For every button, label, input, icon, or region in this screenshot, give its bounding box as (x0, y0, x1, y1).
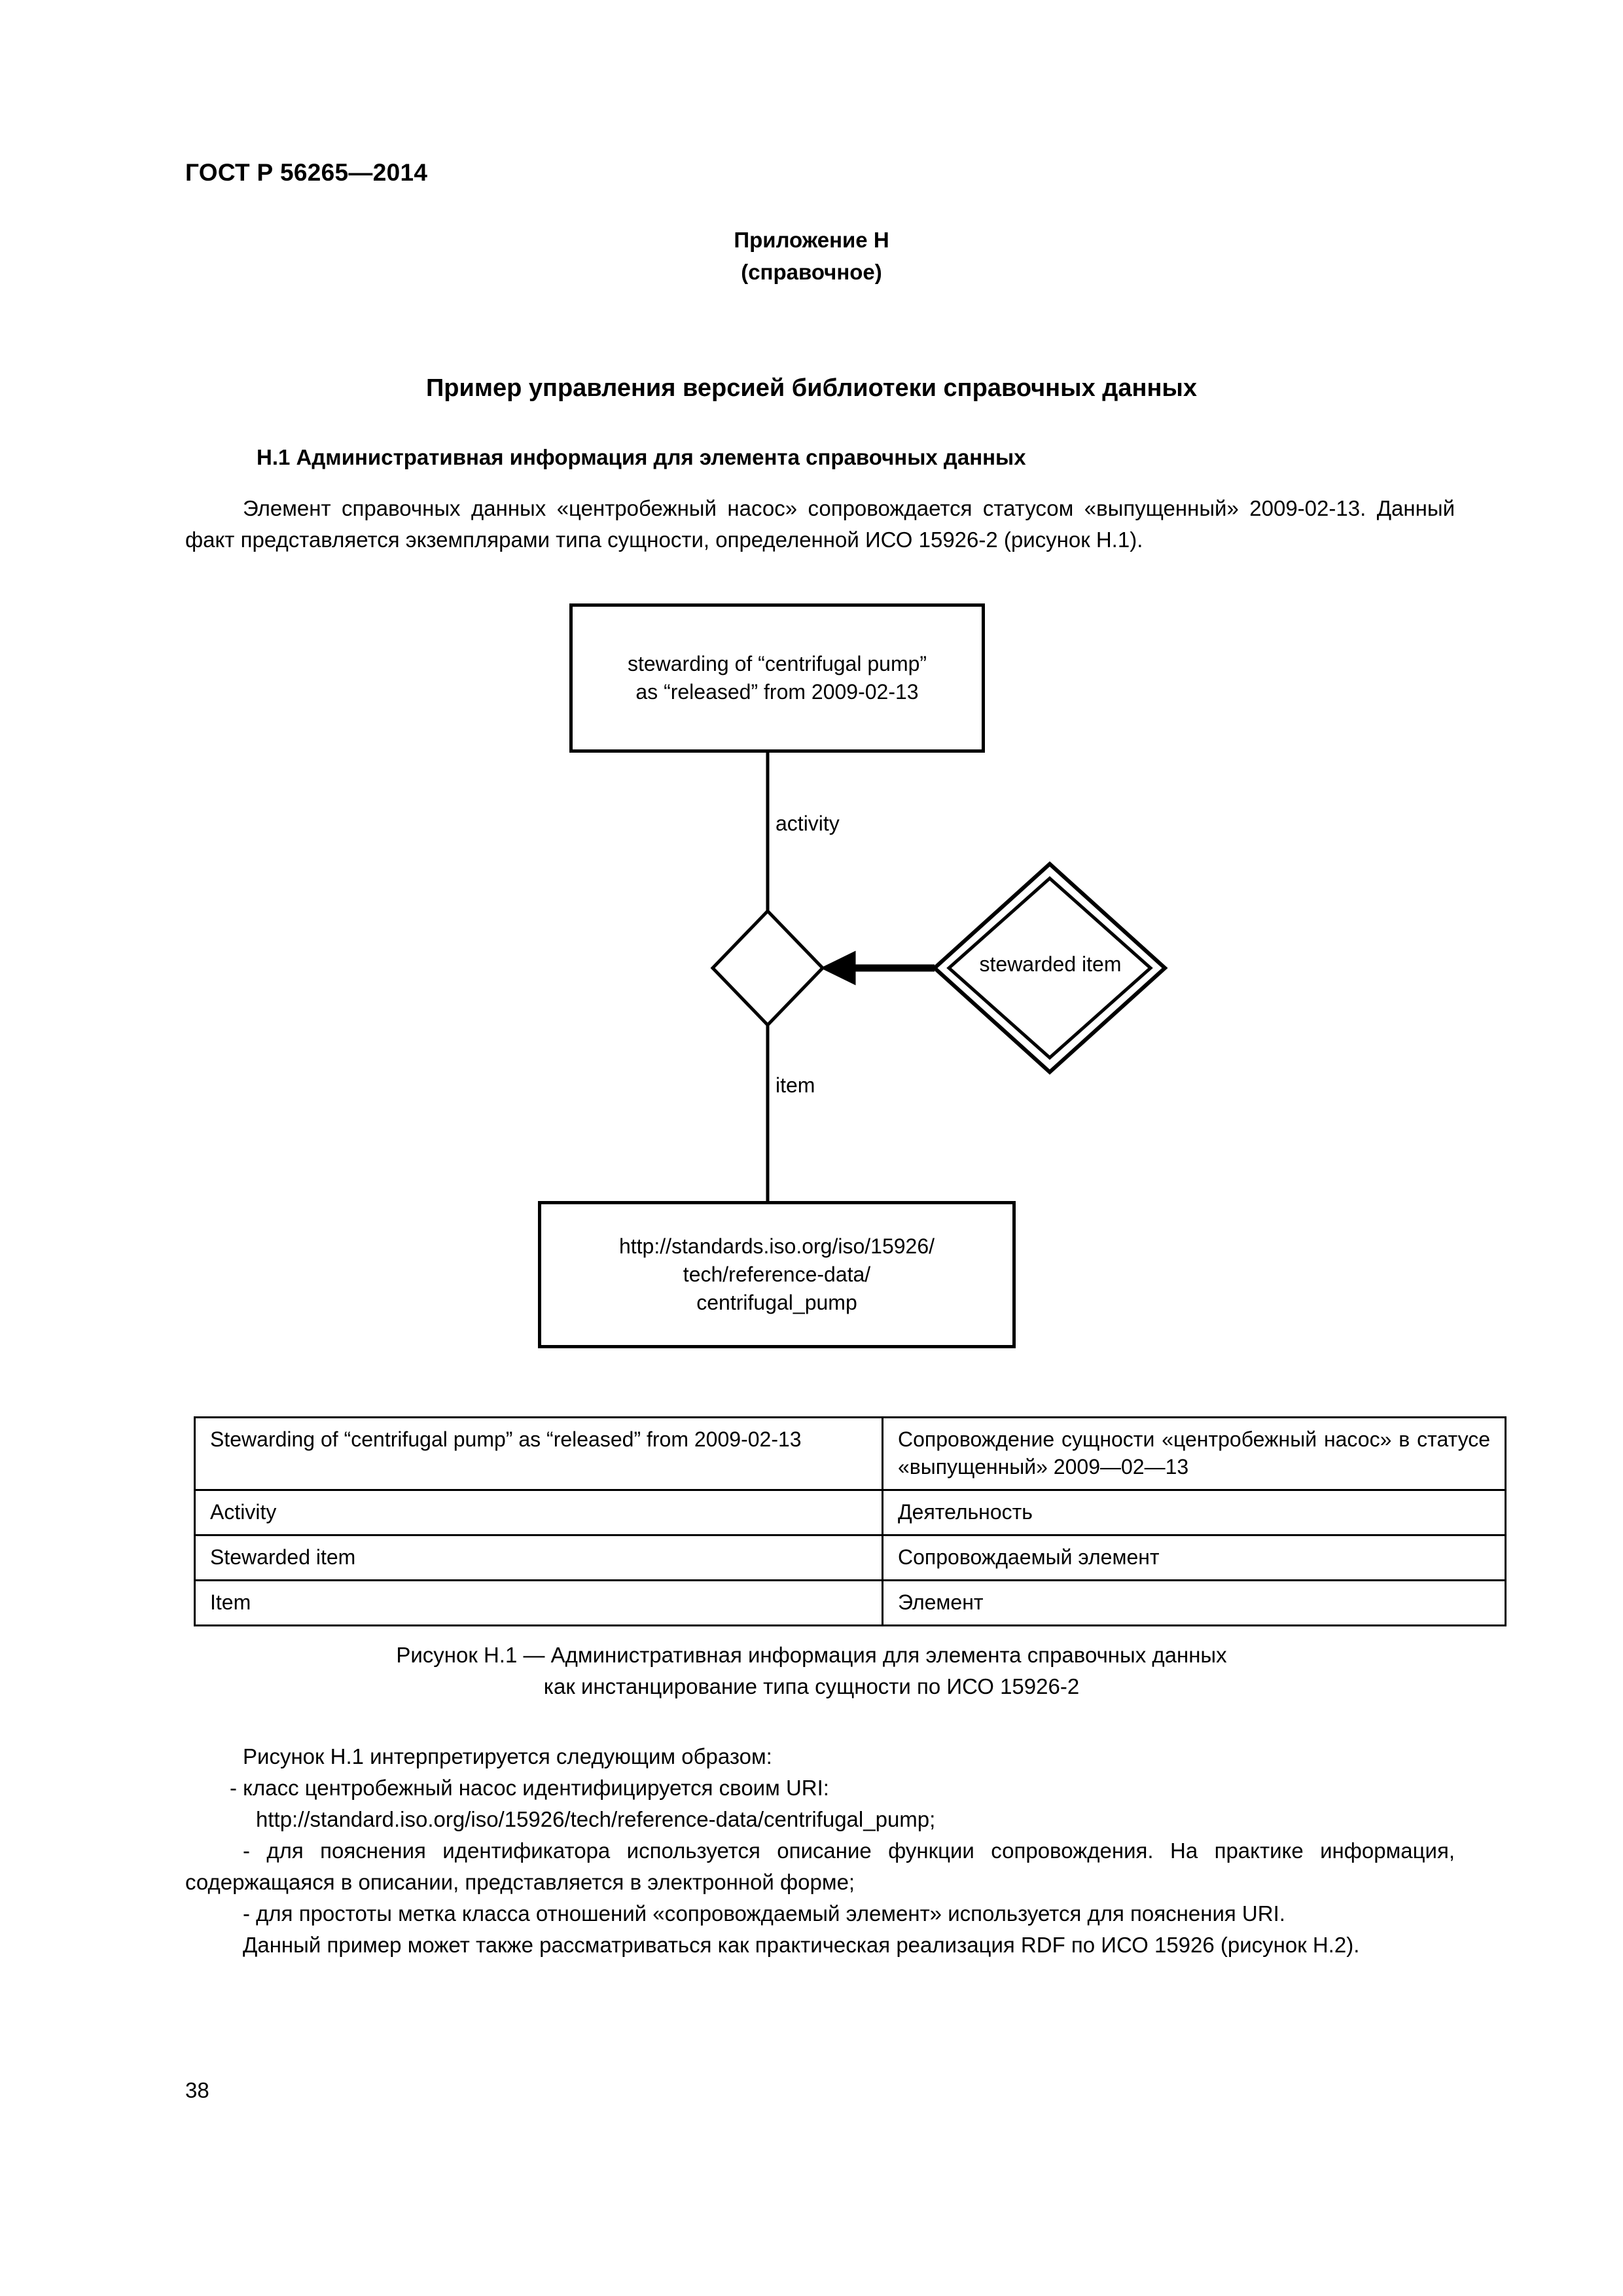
figure-caption-line-2: как инстанцирование типа сущности по ИСО… (543, 1674, 1080, 1698)
interpretation-bullet-2-text: - для пояснения идентификатора используе… (185, 1839, 1455, 1894)
table-row: Stewarding of “centrifugal pump” as “rel… (194, 1416, 1507, 1491)
page-number: 38 (185, 2078, 209, 2102)
figure-caption: Рисунок Н.1 — Административная информаци… (0, 1640, 1623, 1702)
annex-kind: (справочное) (741, 260, 882, 284)
interpretation-bullet-1-text: - класс центробежный насос идентифицируе… (230, 1776, 829, 1800)
figure-caption-line-1: Рисунок Н.1 — Административная информаци… (396, 1643, 1227, 1667)
table-cell-ru: Сопровождение сущности «центробежный нас… (882, 1416, 1507, 1491)
table-cell-en: Activity (194, 1489, 883, 1536)
table-row: Stewarded item Сопровождаемый элемент (194, 1534, 1507, 1581)
annex-name: Приложение Н (734, 228, 889, 252)
interpretation-text: Рисунок Н.1 интерпретируется следующим о… (185, 1741, 1455, 1961)
node-stewarding-activity: stewarding of “centrifugal pump” as “rel… (569, 603, 985, 753)
uri-line-3: centrifugal_pump (696, 1291, 857, 1314)
relation-diamond-small (710, 908, 825, 1028)
edge-label-item: item (776, 1073, 815, 1097)
interpretation-bullet-3: - для простоты метка класса отношений «с… (185, 1898, 1455, 1929)
interpretation-closing: Данный пример может также рассматриватьс… (185, 1929, 1455, 1961)
edge-label-activity: activity (776, 812, 840, 835)
section-heading: Н.1 Административная информация для элем… (257, 445, 1026, 469)
intro-line-2: Данный факт представляется экземплярами … (185, 496, 1455, 552)
interpretation-intro: Рисунок Н.1 интерпретируется следующим о… (185, 1741, 1455, 1772)
interpretation-bullet-1: - класс центробежный насос идентифицируе… (185, 1772, 1455, 1804)
table-row: Activity Деятельность (194, 1489, 1507, 1536)
interpretation-closing-text: Данный пример может также рассматриватьс… (243, 1933, 1360, 1957)
standard-code-header: ГОСТ Р 56265—2014 (185, 159, 428, 186)
arrow-head-stewarded-item (820, 950, 856, 986)
table-cell-ru: Деятельность (882, 1489, 1507, 1536)
table-row: Item Элемент (194, 1579, 1507, 1626)
table-cell-ru: Элемент (882, 1579, 1507, 1626)
interpretation-bullet-3-text: - для простоты метка класса отношений «с… (243, 1901, 1285, 1926)
stewarding-line-2: as “released” from 2009-02-13 (635, 680, 919, 704)
stewarding-line-1: stewarding of “centrifugal pump” (627, 652, 927, 675)
relation-label-stewarded-item: stewarded item (979, 952, 1122, 976)
table-cell-en: Stewarding of “centrifugal pump” as “rel… (194, 1416, 883, 1491)
annex-heading: Приложение Н (справочное) (0, 224, 1623, 288)
interpretation-bullet-2: - для пояснения идентификатора используе… (185, 1835, 1455, 1898)
table-cell-en: Item (194, 1579, 883, 1626)
table-cell-ru: Сопровождаемый элемент (882, 1534, 1507, 1581)
node-centrifugal-pump-uri: http://standards.iso.org/iso/15926/ tech… (538, 1201, 1016, 1348)
table-cell-en: Stewarded item (194, 1534, 883, 1581)
interpretation-intro-text: Рисунок Н.1 интерпретируется следующим о… (243, 1744, 772, 1768)
uri-line-2: tech/reference-data/ (683, 1263, 871, 1286)
interpretation-bullet-1-uri-text: http://standard.iso.org/iso/15926/tech/r… (256, 1807, 936, 1831)
intro-line-1: Элемент справочных данных «центробежный … (243, 496, 1366, 520)
interpretation-bullet-1-uri: http://standard.iso.org/iso/15926/tech/r… (185, 1804, 1455, 1835)
uri-line-1: http://standards.iso.org/iso/15926/ (618, 1234, 935, 1258)
page-title: Пример управления версией библиотеки спр… (425, 374, 1198, 402)
intro-paragraph: Элемент справочных данных «центробежный … (185, 493, 1455, 556)
terminology-table: Stewarding of “centrifugal pump” as “rel… (194, 1416, 1507, 1626)
